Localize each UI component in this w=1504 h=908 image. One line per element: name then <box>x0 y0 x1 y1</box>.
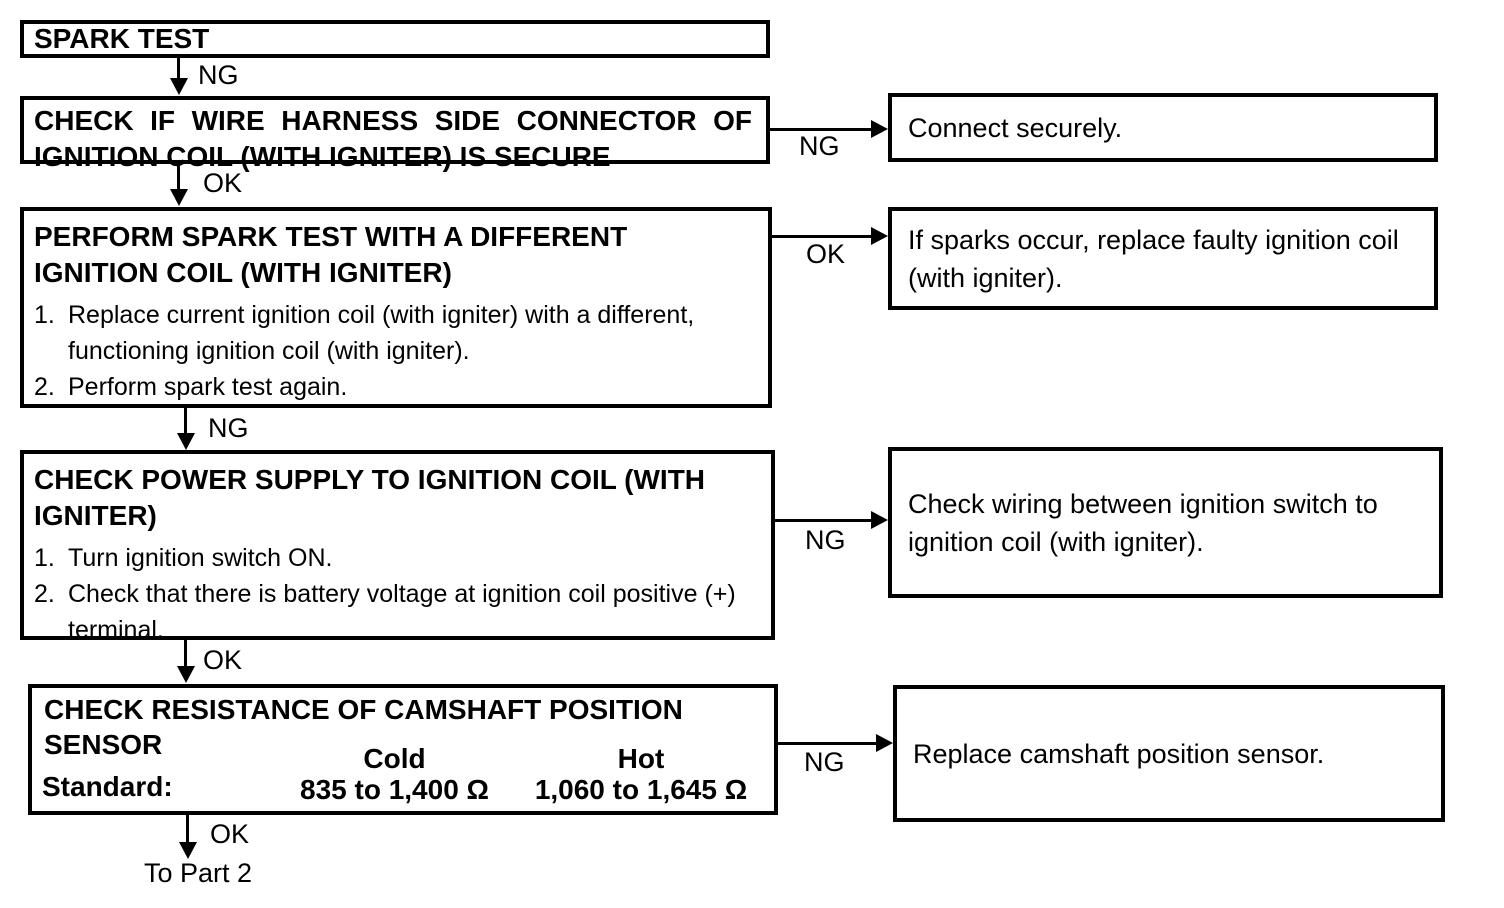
edge-label-ng: NG <box>198 60 239 90</box>
list-item: 2. Perform spark test again. <box>34 369 756 405</box>
arrow-right-icon <box>871 511 888 529</box>
step-title: CHECK RESISTANCE OF CAMSHAFT POSITION SE… <box>44 694 683 760</box>
connector-line <box>770 128 873 131</box>
step-title: CHECK POWER SUPPLY TO IGNITION COIL (WIT… <box>34 464 706 531</box>
connector-line <box>177 164 180 191</box>
connector-line <box>184 640 187 668</box>
column-header: Cold <box>363 743 426 774</box>
step-box-check-power-supply: CHECK POWER SUPPLY TO IGNITION COIL (WIT… <box>20 450 775 644</box>
step-box-check-connector: CHECK IF WIRE HARNESS SIDE CONNECTOR OF … <box>20 96 770 172</box>
standard-label: Standard: <box>42 771 173 802</box>
column-header: Hot <box>617 743 665 774</box>
step-text: Check that there is battery voltage at i… <box>68 580 736 644</box>
arrow-down-icon <box>179 842 197 859</box>
standard-column-cold: Cold 835 to 1,400 Ω <box>282 743 507 805</box>
step-title: SPARK TEST <box>34 23 210 54</box>
step-box-spark-test: SPARK TEST <box>20 20 770 58</box>
action-text: If sparks occur, replace faulty ignition… <box>908 224 1399 293</box>
edge-label-ng: NG <box>804 747 845 777</box>
arrow-right-icon <box>871 227 888 245</box>
column-value: 835 to 1,400 Ω <box>300 774 489 805</box>
step-list: 1. Replace current ignition coil (with i… <box>24 291 768 405</box>
action-box-replace-faulty-coil: If sparks occur, replace faulty ignition… <box>888 207 1438 310</box>
connector-line <box>186 815 189 844</box>
edge-label-ng: NG <box>805 525 846 555</box>
action-box-check-wiring: Check wiring between ignition switch to … <box>888 447 1443 598</box>
list-item: 1. Turn ignition switch ON. <box>34 540 759 576</box>
connector-line <box>778 742 876 745</box>
step-box-spark-test-different-coil: PERFORM SPARK TEST WITH A DIFFERENT IGNI… <box>20 207 772 408</box>
arrow-right-icon <box>871 120 888 138</box>
step-number: 1. <box>34 301 55 329</box>
arrow-down-icon <box>170 189 188 206</box>
action-text: Check wiring between ignition switch to … <box>908 488 1378 557</box>
step-text: Replace current ignition coil (with igni… <box>68 301 695 365</box>
connector-line <box>772 235 873 238</box>
edge-label-ok: OK <box>806 239 846 269</box>
list-item: 1. Replace current ignition coil (with i… <box>34 297 756 369</box>
step-title: PERFORM SPARK TEST WITH A DIFFERENT IGNI… <box>34 221 628 288</box>
edge-label-ok: OK <box>203 168 243 198</box>
standard-column-hot: Hot 1,060 to 1,645 Ω <box>510 743 772 805</box>
edge-label-ok: OK <box>210 819 250 849</box>
step-text: Turn ignition switch ON. <box>68 544 333 572</box>
step-title: CHECK IF WIRE HARNESS SIDE CONNECTOR OF … <box>34 105 752 172</box>
action-text: Connect securely. <box>908 112 1123 143</box>
step-number: 2. <box>34 373 55 401</box>
edge-label-ng: NG <box>799 131 840 161</box>
step-number: 1. <box>34 544 55 572</box>
edge-label-ng: NG <box>208 413 249 443</box>
arrow-right-icon <box>876 734 893 752</box>
step-box-check-camshaft-sensor: CHECK RESISTANCE OF CAMSHAFT POSITION SE… <box>28 684 778 815</box>
step-text: Perform spark test again. <box>68 373 348 401</box>
action-box-replace-camshaft-sensor: Replace camshaft position sensor. <box>893 685 1445 822</box>
column-value: 1,060 to 1,645 Ω <box>534 774 748 805</box>
arrow-down-icon <box>170 78 188 95</box>
connector-line <box>177 57 180 80</box>
list-item: 2. Check that there is battery voltage a… <box>34 576 759 648</box>
edge-label-ok: OK <box>203 645 243 675</box>
arrow-down-icon <box>177 433 195 450</box>
connector-line <box>184 408 187 435</box>
to-part-2-label: To Part 2 <box>144 858 253 888</box>
arrow-down-icon <box>177 666 195 683</box>
action-text: Replace camshaft position sensor. <box>913 738 1325 769</box>
connector-line <box>775 519 873 522</box>
step-number: 2. <box>34 580 55 608</box>
step-list: 1. Turn ignition switch ON. 2. Check tha… <box>24 534 771 648</box>
action-box-connect-securely: Connect securely. <box>888 93 1438 162</box>
